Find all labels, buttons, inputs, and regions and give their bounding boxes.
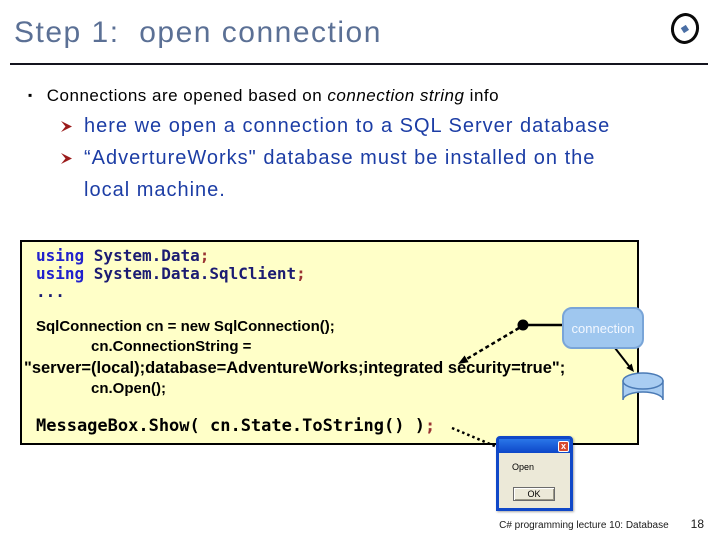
arrow-bullet-icon bbox=[61, 153, 72, 164]
code-segment: cn.Open(); bbox=[91, 380, 166, 397]
code-line: MessageBox.Show( cn.State.ToString() ); bbox=[36, 417, 637, 435]
sub-bullet-item: here we open a connection to a SQL Serve… bbox=[60, 110, 690, 142]
code-segment: ; bbox=[199, 246, 210, 265]
code-segment: MessageBox.Show( cn.State.ToString() ) bbox=[36, 416, 425, 436]
code-segment: cn.ConnectionString = bbox=[91, 338, 252, 355]
code-segment: using bbox=[36, 264, 94, 283]
sub-bullet-list: here we open a connection to a SQL Serve… bbox=[60, 110, 690, 206]
sub-bullet-text: “AdvertureWorks" database must be instal… bbox=[84, 142, 595, 206]
code-segment: ; bbox=[296, 264, 306, 283]
logo-icon bbox=[668, 10, 702, 47]
code-segment: using bbox=[36, 246, 94, 265]
dialog-message: Open bbox=[512, 462, 535, 472]
bullet-text-segment: info bbox=[464, 86, 500, 105]
code-line: cn.ConnectionString = bbox=[36, 337, 637, 357]
main-bullet-text: Connections are opened based on connecti… bbox=[47, 86, 499, 106]
sub-bullet-line: local machine. bbox=[84, 179, 226, 201]
footer: C# programming lecture 10: Database 18 bbox=[499, 517, 704, 531]
main-bullet: ▪ Connections are opened based on connec… bbox=[28, 86, 499, 106]
sub-bullet-line: here we open a connection to a SQL Serve… bbox=[84, 115, 611, 137]
square-bullet-icon: ▪ bbox=[28, 88, 33, 102]
code-box: using System.Data;using System.Data.SqlC… bbox=[20, 240, 639, 445]
footer-text: C# programming lecture 10: Database bbox=[499, 520, 669, 531]
title-underline bbox=[10, 63, 708, 65]
sub-bullet-text: here we open a connection to a SQL Serve… bbox=[84, 110, 610, 142]
sub-bullet-line: “AdvertureWorks" database must be instal… bbox=[84, 147, 596, 169]
code-segment: ... bbox=[36, 282, 65, 301]
connection-callout-label: connection bbox=[571, 320, 635, 336]
code-line: "server=(local);database=AdventureWorks;… bbox=[24, 357, 637, 379]
arrow-bullet-icon bbox=[61, 121, 72, 132]
page-number: 18 bbox=[690, 517, 704, 531]
code-segment: System.Data bbox=[93, 246, 200, 265]
code-line: SqlConnection cn = new SqlConnection(); bbox=[36, 317, 637, 337]
connection-callout: connection bbox=[562, 307, 644, 349]
code-line: cn.Open(); bbox=[36, 379, 637, 399]
code-line: using System.Data.SqlClient; bbox=[36, 265, 637, 283]
message-box-dialog: x Open OK bbox=[496, 436, 573, 511]
logo-dot-icon bbox=[680, 24, 690, 33]
bullet-text-segment: connection string bbox=[327, 86, 465, 105]
code-segment: SqlConnection cn = new SqlConnection(); bbox=[36, 318, 335, 335]
code-segment: ; bbox=[424, 416, 436, 436]
code-segment: System.Data.SqlClient bbox=[93, 264, 297, 283]
close-icon[interactable]: x bbox=[558, 441, 569, 452]
page-title: Step 1: open connection bbox=[14, 16, 382, 49]
code-segment: "server=(local);database=AdventureWorks;… bbox=[24, 359, 566, 377]
sub-bullet-item: “AdvertureWorks" database must be instal… bbox=[60, 142, 690, 206]
code-block: using System.Data;using System.Data.SqlC… bbox=[24, 247, 637, 436]
code-line: using System.Data; bbox=[36, 247, 637, 265]
ok-button[interactable]: OK bbox=[513, 487, 555, 501]
code-line: ... bbox=[36, 283, 637, 301]
dialog-titlebar: x bbox=[499, 439, 570, 453]
bullet-text-segment: Connections are opened based on bbox=[46, 86, 328, 105]
